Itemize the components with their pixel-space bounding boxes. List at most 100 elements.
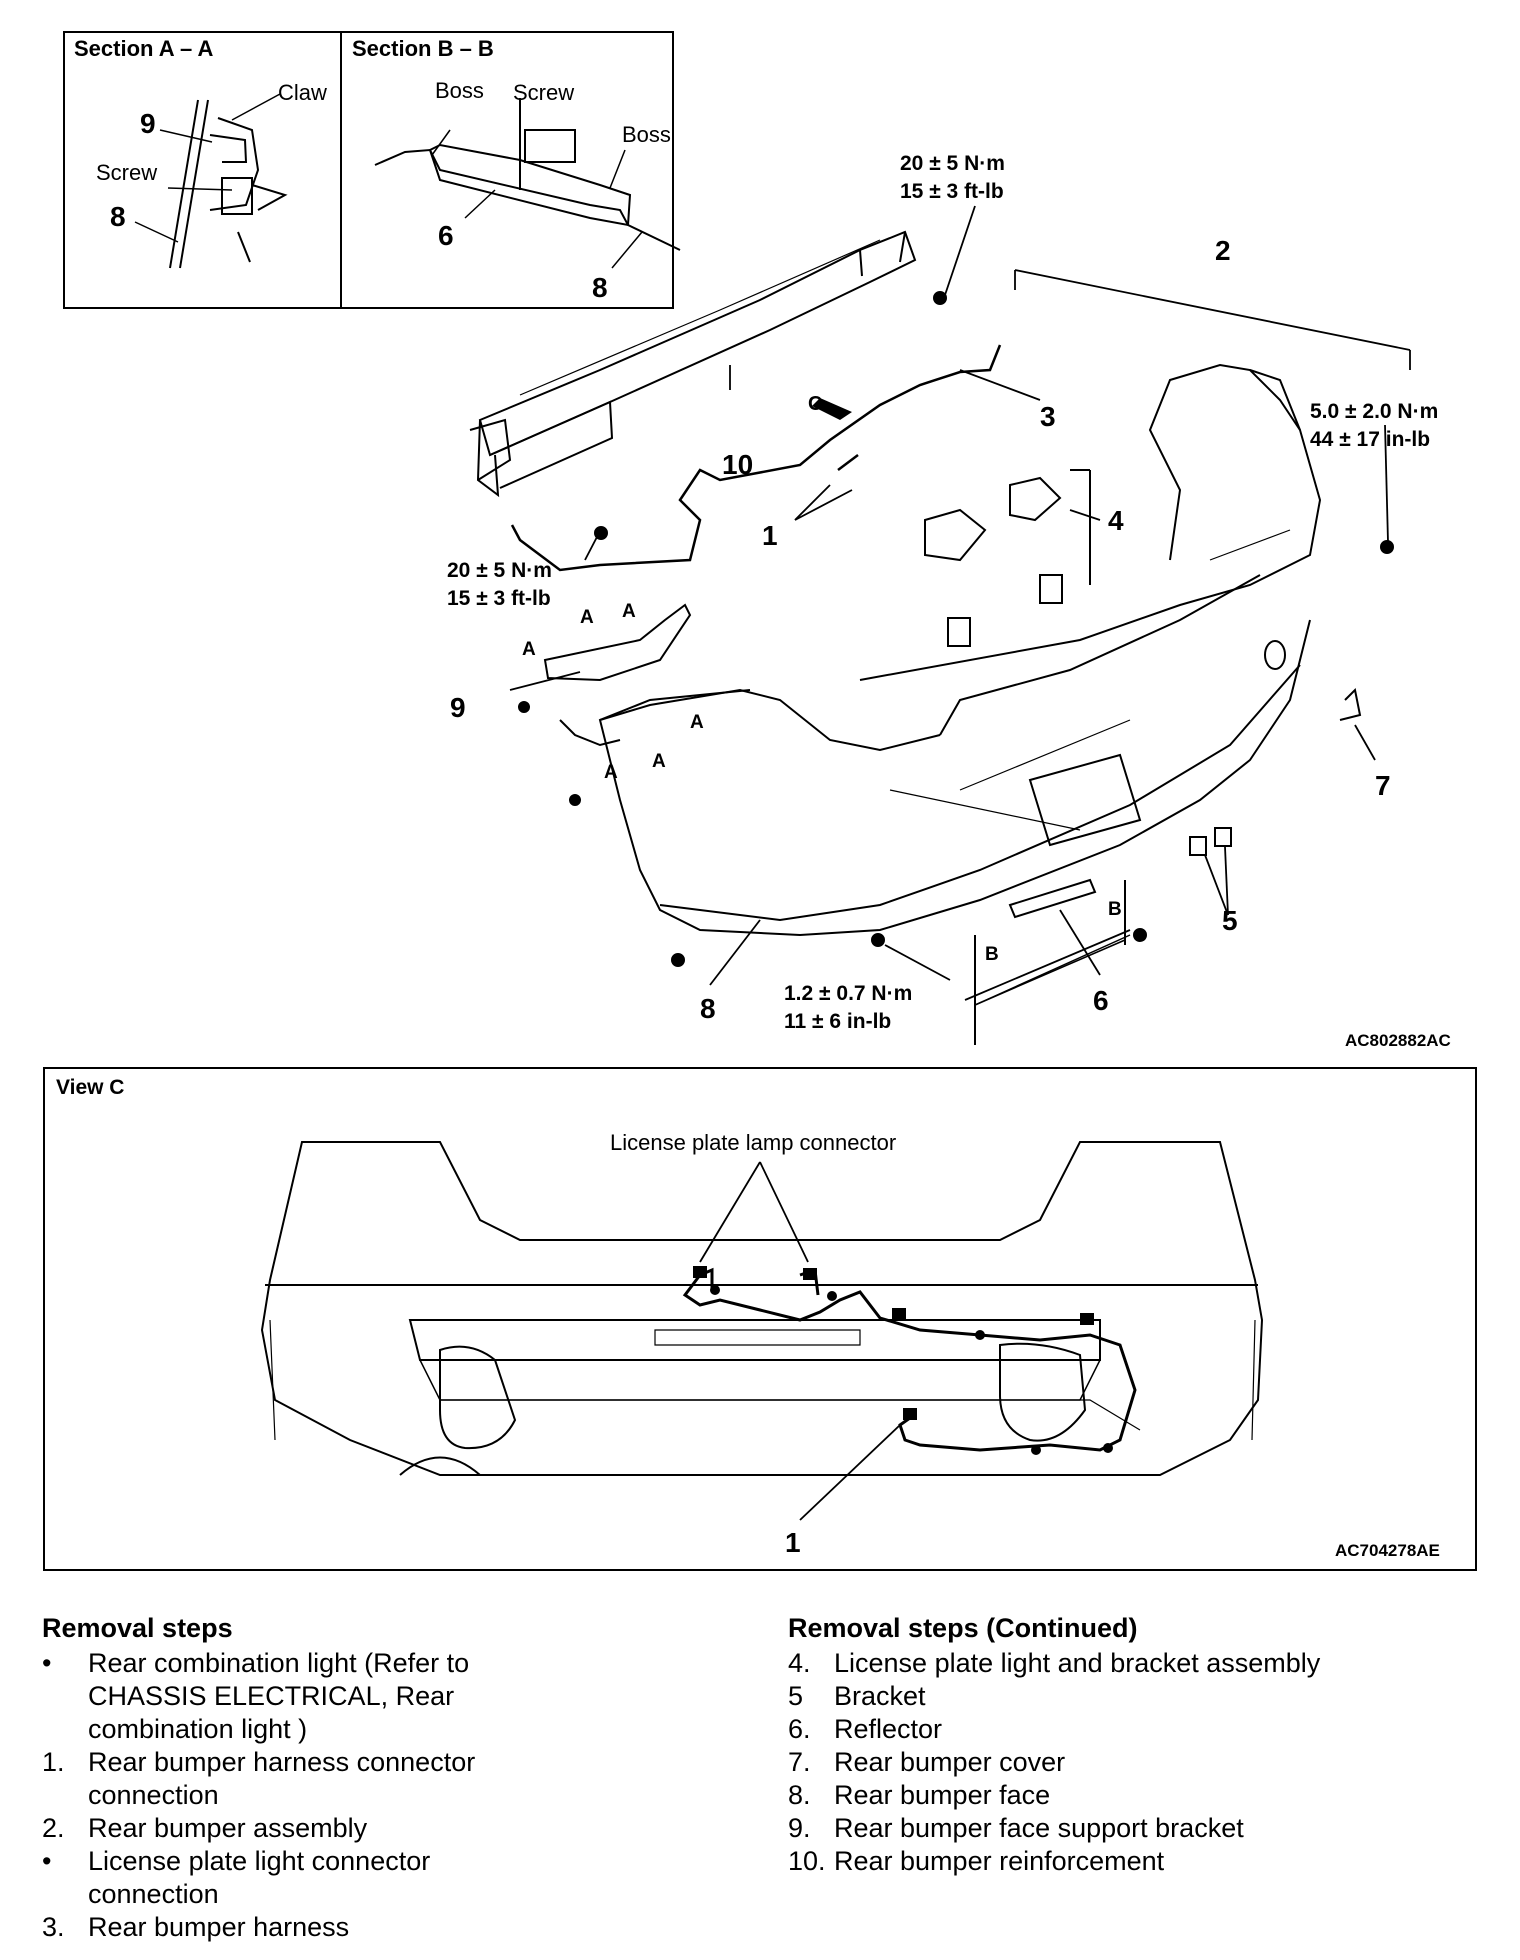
view-c-connectors (693, 1266, 1113, 1455)
step-text: Rear bumper face (834, 1780, 1051, 1810)
removal-steps-left: Removal steps • Rear combination light (R… (42, 1612, 502, 1944)
section-b-marker-2: B (1108, 899, 1122, 920)
rear-bumper-harness (510, 344, 1002, 572)
section-a-marker-1: A (522, 639, 536, 660)
screw-label-b: Screw (513, 80, 574, 105)
step-marker: • (42, 1648, 52, 1678)
callout-9-a: 9 (140, 108, 156, 139)
callout-4: 4 (1108, 505, 1124, 536)
torque-left-2: 15 ± 3 ft-lb (447, 587, 551, 610)
step-text: Rear bumper harness (88, 1912, 350, 1942)
callout-9: 9 (450, 692, 466, 723)
step-item: 4. License plate light and bracket assemb… (788, 1647, 1348, 1680)
step-text: License plate light and bracket assembly (834, 1648, 1321, 1678)
step-text: Reflector (834, 1714, 943, 1744)
section-a-marker-4: A (690, 712, 704, 733)
step-text: Rear bumper assembly (88, 1813, 368, 1843)
section-b-drawing (374, 98, 681, 269)
leader-lines (509, 205, 1411, 1001)
step-item: • License plate light connector connectio… (42, 1845, 502, 1911)
torque-bottom-2: 11 ± 6 in-lb (784, 1010, 891, 1033)
step-marker: • (42, 1846, 52, 1876)
callout-5: 5 (1222, 905, 1238, 936)
torque-bottom-1: 1.2 ± 0.7 N·m (784, 982, 912, 1005)
step-text: License plate light connector connection (88, 1846, 431, 1909)
lamp-connector-label: License plate lamp connector (610, 1130, 896, 1155)
step-item: 10. Rear bumper reinforcement (788, 1845, 1348, 1878)
view-c-title: View C (56, 1076, 124, 1099)
step-item: 3. Rear bumper harness (42, 1911, 502, 1944)
torque-right-1: 5.0 ± 2.0 N·m (1310, 400, 1438, 423)
rear-bumper-reinforcement (469, 230, 917, 498)
torque-top-1: 20 ± 5 N·m (900, 152, 1005, 175)
reflector (974, 878, 1131, 1045)
section-a-marker-2: A (580, 607, 594, 628)
callout-6-b: 6 (438, 220, 454, 251)
section-a-drawing (134, 93, 288, 269)
callout-7: 7 (1375, 770, 1391, 801)
step-item: • Rear combination light (Refer to CHASSI… (42, 1647, 502, 1746)
removal-steps-continued-title: Removal steps (Continued) (788, 1613, 1138, 1643)
step-item: 5 Bracket (788, 1680, 1348, 1713)
step-text: Rear bumper harness connector connection (88, 1747, 476, 1810)
view-c-bumper (260, 1141, 1264, 1476)
removal-steps-title: Removal steps (42, 1613, 233, 1643)
view-c-arrow (812, 398, 852, 420)
step-marker: 7. (788, 1747, 811, 1777)
rear-bumper-face (598, 363, 1322, 937)
removal-steps-right: Removal steps (Continued) 4. License plat… (788, 1612, 1348, 1878)
section-a-marker-6: A (604, 762, 618, 783)
view-c-leaders (699, 1161, 901, 1521)
step-marker: 1. (42, 1747, 65, 1777)
callout-3: 3 (1040, 401, 1056, 432)
step-marker: 4. (788, 1648, 811, 1678)
license-plate-light-brackets (924, 469, 1091, 647)
torque-top-2: 15 ± 3 ft-lb (900, 180, 1004, 203)
torque-left-1: 20 ± 5 N·m (447, 559, 552, 582)
screw-label-a: Screw (96, 160, 157, 185)
step-marker: 2. (42, 1813, 65, 1843)
face-support-bracket (543, 603, 692, 747)
section-a-title: Section A – A (74, 36, 213, 61)
step-item: 7. Rear bumper cover (788, 1746, 1348, 1779)
boss-right-label: Boss (622, 122, 671, 147)
diagram-code-main: AC802882AC (1345, 1031, 1451, 1050)
section-a-marker-3: A (622, 601, 636, 622)
step-marker: 10. (788, 1846, 826, 1876)
step-text: Rear combination light (Refer to CHASSIS… (88, 1648, 470, 1744)
bolts (518, 291, 1394, 967)
step-text: Bracket (834, 1681, 926, 1711)
section-inset (63, 31, 674, 309)
callout-8-b: 8 (592, 272, 608, 303)
step-item: 9. Rear bumper face support bracket (788, 1812, 1348, 1845)
section-b-marker-1: B (985, 944, 999, 965)
callout-6: 6 (1093, 985, 1109, 1016)
step-marker: 6. (788, 1714, 811, 1744)
claw-label: Claw (278, 80, 327, 105)
callout-c: C (808, 393, 822, 415)
step-item: 1. Rear bumper harness connector connecti… (42, 1746, 502, 1812)
callout-8: 8 (700, 993, 716, 1024)
step-marker: 8. (788, 1780, 811, 1810)
callout-8-a: 8 (110, 201, 126, 232)
step-marker: 3. (42, 1912, 65, 1942)
step-marker: 5 (788, 1681, 804, 1711)
step-marker: 9. (788, 1813, 811, 1843)
callout-10: 10 (722, 449, 753, 480)
torque-right-2: 44 ± 17 in-lb (1310, 428, 1430, 451)
callout-1: 1 (762, 520, 778, 551)
step-item: 8. Rear bumper face (788, 1779, 1348, 1812)
view-c-callout-1: 1 (785, 1527, 801, 1558)
step-text: Rear bumper reinforcement (834, 1846, 1165, 1876)
step-text: Rear bumper face support bracket (834, 1813, 1244, 1843)
step-text: Rear bumper cover (834, 1747, 1066, 1777)
boss-left-label: Boss (435, 78, 484, 103)
section-b-title: Section B – B (352, 36, 494, 61)
small-brackets (1189, 687, 1362, 856)
section-a-marker-5: A (652, 751, 666, 772)
step-item: 2. Rear bumper assembly (42, 1812, 502, 1845)
view-c-frame (43, 1067, 1477, 1571)
callout-2: 2 (1215, 235, 1231, 266)
step-item: 6. Reflector (788, 1713, 1348, 1746)
